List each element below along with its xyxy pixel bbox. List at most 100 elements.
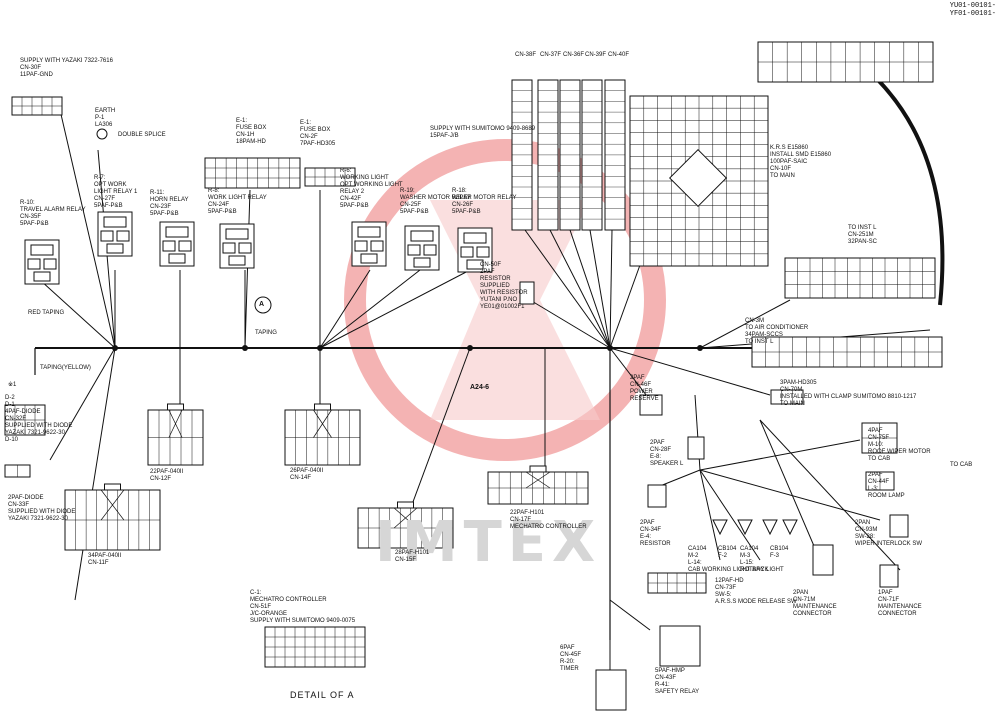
label-cn50f-line: SUPPLIED (480, 283, 510, 289)
relay-pin (463, 232, 487, 244)
cn46f-body (639, 394, 663, 416)
cn71m-body (812, 544, 834, 576)
branch-cn42f (319, 269, 371, 349)
label-cn34f-line: E-4: (640, 534, 652, 540)
note-mark-x1: ※1 (8, 382, 17, 388)
label-cn40f: CN-40F (608, 52, 629, 59)
relay-pin (407, 244, 421, 256)
label-cn42f-line: R-6: (340, 168, 352, 174)
label-cn26f-line: WIPER MOTOR RELAY (452, 195, 517, 201)
label-cn34f-line: 2PAF (640, 520, 655, 526)
label-cn2f-line: E-1: (300, 120, 312, 126)
relay-pin (460, 246, 474, 258)
splice-point-4 (607, 345, 613, 351)
watermark: IMTEX (375, 510, 602, 575)
callout-a-label: A (259, 301, 265, 308)
label-cn50f-line: YUTANI P.NO (480, 297, 518, 303)
label-cn73f-line: SW-5: (715, 592, 732, 598)
label-cn33f-line: 2PAF-DIODE (8, 495, 44, 501)
connector-latch (529, 465, 547, 473)
label-cn11f-line: CN-11F (88, 560, 109, 566)
label-cn51f-line: MECHATRO CONTROLLER (250, 597, 327, 603)
label-cn50f-line: RESISTOR (480, 276, 511, 282)
label-cn23f-line: 5PAF-P&B (150, 211, 179, 217)
relay-pin (168, 253, 186, 264)
cn50f-body (519, 281, 535, 305)
label-cn75f-line: M-10: (868, 442, 884, 448)
connector-latch (397, 501, 414, 509)
label-cn50f-line: CN-50F (480, 262, 502, 268)
label-cn36f-line: CN-36F (563, 52, 585, 58)
relay-pin (360, 253, 378, 264)
label-cn23f-line: CN-23F (150, 204, 172, 210)
label-cn73f-line: 12PAF-HD (715, 578, 744, 584)
label-cn11f-line: 34PAF-040II (88, 553, 122, 559)
relay-pin (162, 240, 176, 252)
label-cn73f-line: A.R.S.S MODE RELEASE SW (715, 599, 797, 605)
cab-connector-0 (712, 519, 728, 536)
label-ca104b-line: M-3 (740, 553, 751, 559)
label-cn15f-line: CN-15F (395, 557, 417, 563)
label-cn42f-line: WORKING LIGHT (340, 175, 389, 181)
label-cn93m-line: WIPER INTERLOCK SW (855, 541, 923, 547)
label-cn50f-line: 2PAF (480, 269, 495, 275)
branch-cn15f (409, 347, 471, 511)
branch-cn70m (609, 347, 771, 396)
label-ca104a-line: CAB WORKING LIGHT BACK (688, 567, 769, 573)
branch-hub-2 (569, 229, 611, 349)
label-ca104a-line: M-2 (688, 553, 699, 559)
label-cn14f-line: CN-14F (290, 475, 312, 481)
label-cn14f-line: 26PAF-040II (290, 468, 324, 474)
label-cn12f-line: CN-12F (150, 476, 172, 482)
label-cn33f-line: YAZAKI 7321-9622-30 (8, 516, 68, 522)
label-cn26f-line: 5PAF-P&B (452, 209, 481, 215)
note-taping-yellow: TAPING(YELLOW) (40, 365, 91, 371)
label-cb104a-line: F-2 (718, 553, 727, 559)
branch-cn71m (759, 419, 821, 561)
label-cn51f-line: SUPPLY WITH SUMITOMO 9409-0075 (250, 618, 356, 624)
label-cn32f-line: CN-32F (5, 416, 27, 422)
label-cn28f-line: 2PAF (650, 440, 665, 446)
document-reference-1: YU01-00101- (949, 2, 996, 10)
label-cn71f-line: CONNECTOR (878, 611, 917, 617)
harness-bend-arc (876, 78, 945, 306)
relay-pin (423, 244, 437, 256)
label-cn2f-line: CN-2F (300, 134, 318, 140)
label-cn44f-line: CN-44F (868, 479, 890, 485)
label-cb104b-line: CB104 (770, 546, 789, 552)
label-ca104a-line: L-14: (688, 560, 702, 566)
label-cb104a-line: CB104 (718, 546, 737, 552)
cn93m-body (889, 514, 909, 538)
cn45f-body (595, 669, 627, 711)
label-cn40f-line: CN-40F (608, 52, 630, 58)
label-earth-line: LA306 (95, 122, 113, 128)
label-cn24f-line: CN-24F (208, 202, 230, 208)
label-ca104a-line: CA104 (688, 546, 707, 552)
note-double-splice: DOUBLE SPLICE (118, 132, 166, 138)
label-cn44f-line: 2PAF (868, 472, 883, 478)
label-ca104b-line: L-15: (740, 560, 754, 566)
label-cn75f-line: 4PAF (868, 428, 883, 434)
label-cn46f-line: CN-46F (630, 382, 652, 388)
splice-point-5 (697, 345, 703, 351)
label-cn24f-line: 5PAF-P&B (208, 209, 237, 215)
label-cn32f-line: D-10 (5, 437, 19, 443)
